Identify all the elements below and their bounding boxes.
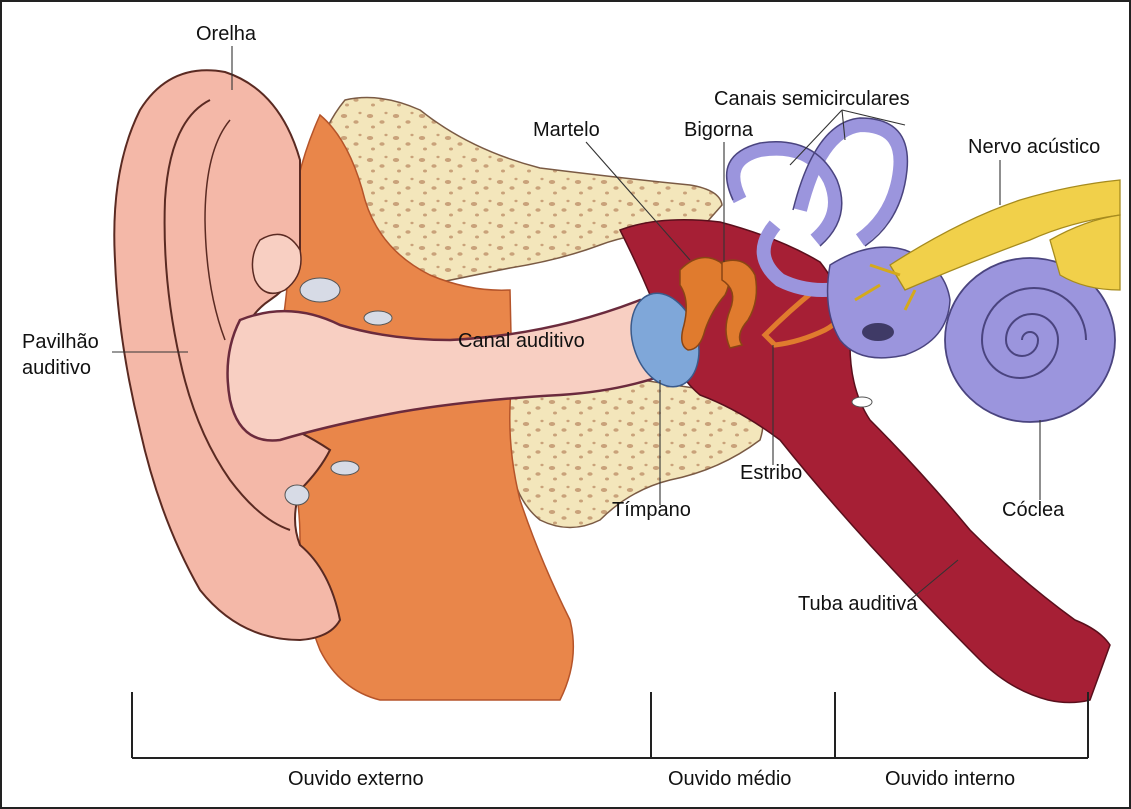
round-window [862,323,894,341]
label-nervo-acustico: Nervo acústico [968,136,1100,158]
label-timpano: Tímpano [612,499,691,521]
cartilage-spot-3 [331,461,359,475]
section-ouvido-interno: Ouvido interno [885,768,1015,790]
section-ouvido-externo: Ouvido externo [288,768,424,790]
label-pavilhao-line2: auditivo [22,357,91,379]
label-bigorna: Bigorna [684,119,754,141]
label-canal-auditivo: Canal auditivo [458,330,585,352]
label-martelo: Martelo [533,119,600,141]
cartilage-spot-1 [300,278,340,302]
label-orelha: Orelha [196,23,257,45]
oval-window [852,397,872,407]
label-canais-semicirculares: Canais semicirculares [714,88,910,110]
cartilage-spot-4 [285,485,309,505]
label-pavilhao-line1: Pavilhão [22,331,99,353]
label-estribo: Estribo [740,462,802,484]
cartilage-spot-2 [364,311,392,325]
label-tuba-auditiva: Tuba auditiva [798,593,918,615]
section-ouvido-medio: Ouvido médio [668,768,791,790]
label-coclea: Cóclea [1002,499,1065,521]
